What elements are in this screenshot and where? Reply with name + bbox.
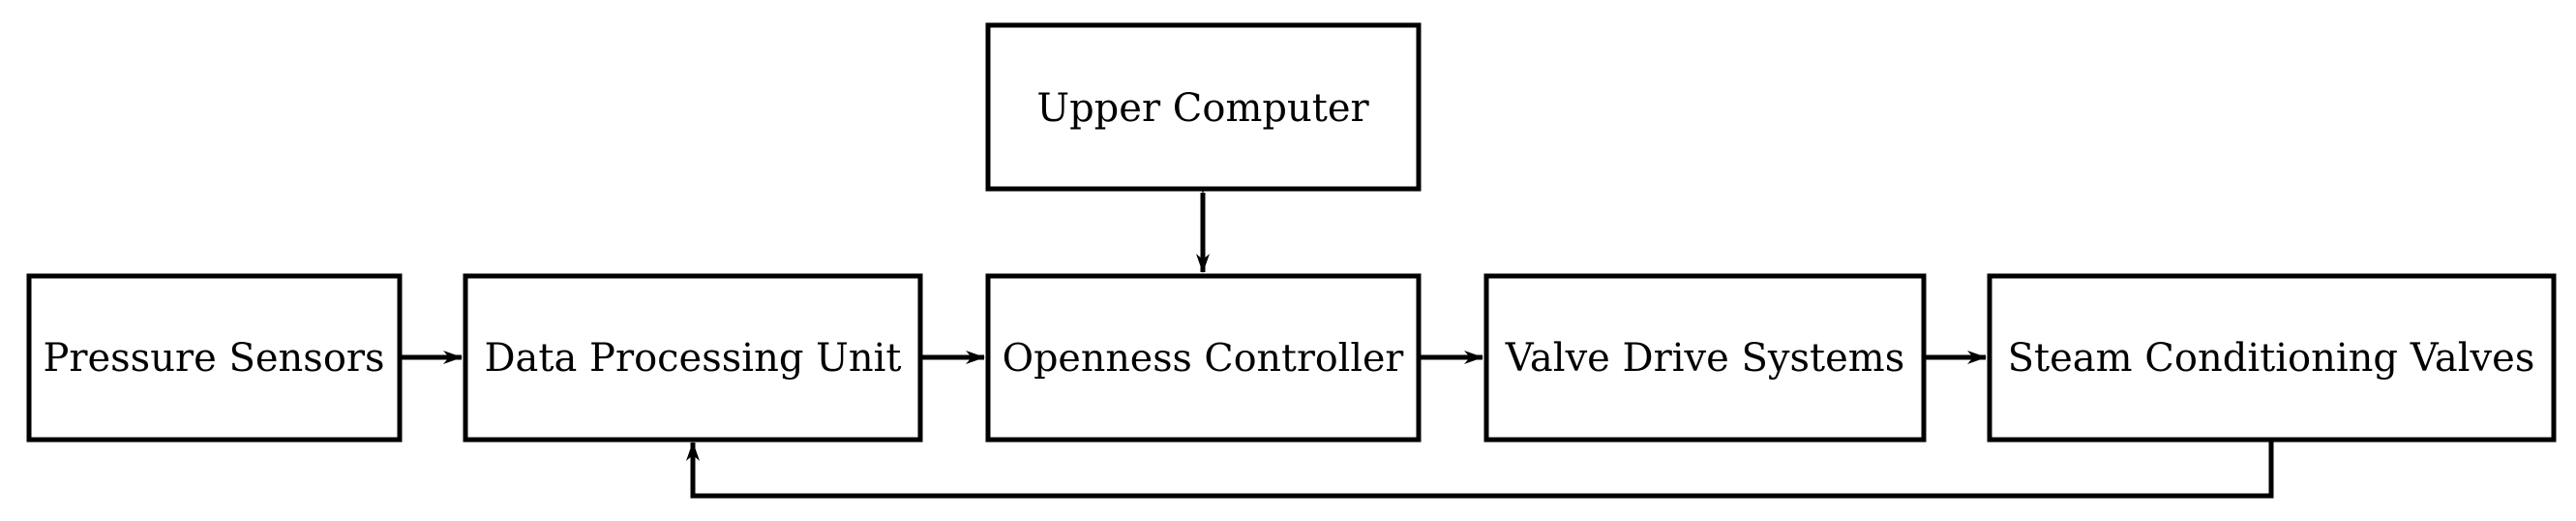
node-label-pressure-sensors: Pressure Sensors: [43, 336, 384, 381]
connectors: [400, 174, 2274, 499]
node-label-upper-computer: Upper Computer: [1036, 86, 1369, 131]
node-label-valve-drive-systems: Valve Drive Systems: [1505, 336, 1905, 381]
node-pressure-sensors: Pressure Sensors: [26, 273, 403, 443]
node-label-openness-controller: Openness Controller: [1003, 336, 1404, 381]
node-steam-conditioning-valves: Steam Conditioning Valves: [1987, 273, 2557, 443]
node-valve-drive-systems: Valve Drive Systems: [1483, 273, 1927, 443]
node-upper-computer: Upper Computer: [985, 22, 1422, 192]
node-label-data-processing-unit: Data Processing Unit: [484, 336, 901, 381]
edge-feedback-steam-conditioning-valves-to-data-processing-unit: [686, 441, 2274, 499]
node-data-processing-unit: Data Processing Unit: [463, 273, 923, 443]
node-label-steam-conditioning-valves: Steam Conditioning Valves: [2008, 336, 2535, 381]
node-openness-controller: Openness Controller: [985, 273, 1422, 443]
